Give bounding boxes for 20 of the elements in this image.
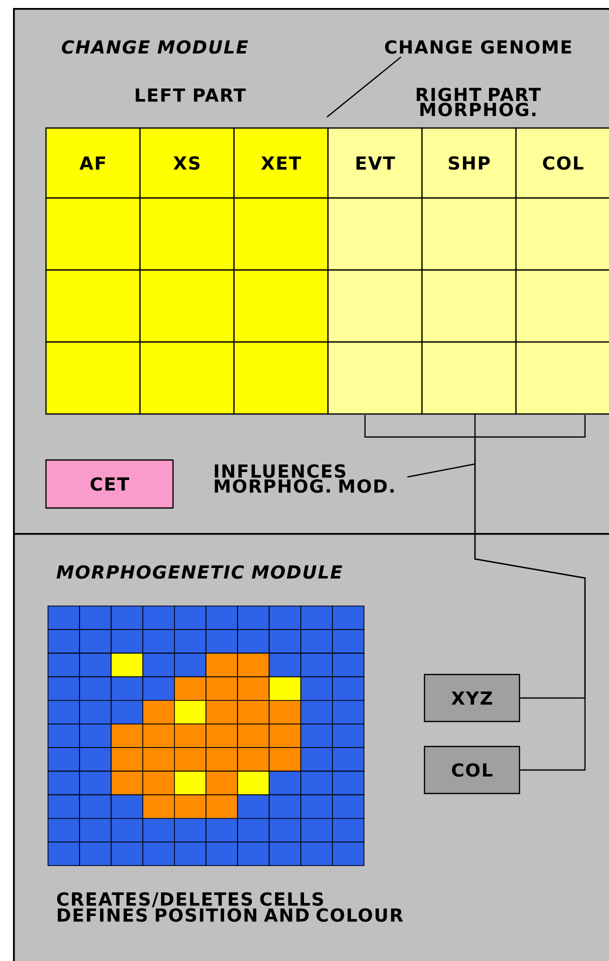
table-cell: XS [139, 127, 235, 199]
process-box: XYZ [424, 674, 520, 722]
annotation-text: INFLUENCES MORPHOG. MOD. [214, 464, 394, 493]
leader-line [326, 56, 402, 118]
table-cell: EVT [327, 127, 423, 199]
part-label: LEFT PART [136, 88, 246, 102]
table-cell: COL [515, 127, 609, 199]
process-box: CET [45, 459, 174, 509]
bracket [364, 414, 586, 438]
table-cell: XET [233, 127, 329, 199]
table-cell: AF [45, 127, 141, 199]
part-label: RIGHT PART MORPHOG. [416, 88, 541, 116]
panel-heading: MORPHOGENETIC MODULE [56, 565, 342, 579]
leader-line [407, 463, 476, 478]
panel-heading: CHANGE MODULE [62, 40, 248, 54]
process-box: COL [424, 746, 520, 794]
annotation-text: CHANGE GENOME [385, 40, 572, 54]
description-text: CREATES/DELETES CELLS DEFINES POSITION AND COLOUR [57, 892, 403, 922]
connector [474, 438, 586, 771]
table-cell: SHP [421, 127, 517, 199]
